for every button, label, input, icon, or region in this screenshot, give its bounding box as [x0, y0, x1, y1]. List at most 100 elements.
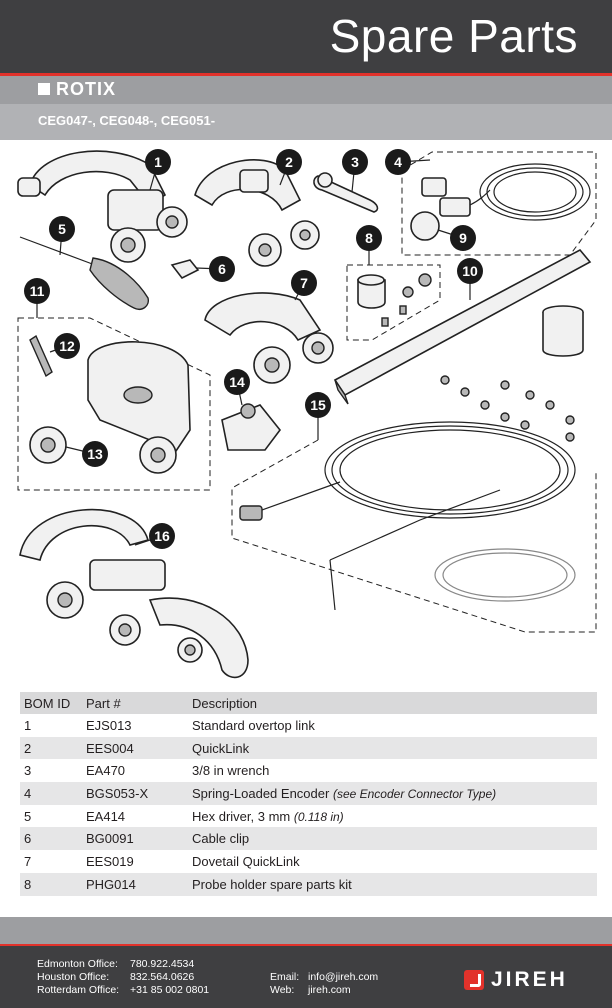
jireh-logo: JIREH	[464, 968, 568, 992]
svg-text:10: 10	[462, 263, 478, 279]
description: Standard overtop link	[188, 714, 597, 737]
callout-6: 6	[195, 256, 235, 282]
svg-text:9: 9	[459, 230, 467, 246]
callout-13: 13	[65, 441, 108, 467]
brand-band	[0, 76, 612, 104]
svg-text:5: 5	[58, 221, 66, 237]
description-header: Description	[188, 692, 597, 714]
callout-1: 1	[145, 149, 171, 191]
svg-text:6: 6	[218, 261, 226, 277]
bom-id: 3	[24, 763, 32, 779]
office-rotterdam: Rotterdam Office:+31 85 002 0801	[37, 984, 209, 996]
clamp-part	[221, 403, 282, 451]
probe-holder-kit-part	[346, 264, 441, 341]
part-number: EES019	[86, 853, 134, 869]
callout-5: 5	[49, 216, 75, 256]
cable-part	[231, 421, 597, 633]
contact-web[interactable]: Web:jireh.com	[270, 984, 351, 996]
web-link[interactable]: jireh.com	[308, 984, 351, 996]
exploded-parts-illustration: 1 2 3 4 5 6 7 8 9 10 11 12 13 14 15 16	[17, 149, 597, 679]
dovetail-track-part	[333, 248, 592, 442]
description: Hex driver, 3 mm (0.118 in)	[188, 805, 597, 828]
callout-3: 3	[342, 149, 368, 193]
bom-id: 4	[20, 782, 82, 805]
description: Dovetail QuickLink	[188, 850, 597, 873]
svg-text:4: 4	[394, 154, 402, 170]
description-text: Probe holder spare parts kit	[192, 876, 352, 892]
table-row: 2 EES004 QuickLink	[20, 736, 597, 760]
description: Spring-Loaded Encoder (see Encoder Conne…	[188, 782, 597, 805]
callout-15: 15	[305, 392, 331, 440]
table-row: 1 EJS013 Standard overtop link	[20, 714, 597, 737]
description: QuickLink	[188, 736, 597, 760]
callout-10: 10	[457, 258, 483, 300]
part-number: PHG014	[82, 872, 188, 896]
table-row: 8 PHG014 Probe holder spare parts kit	[20, 872, 597, 896]
carriage-assembly-part	[17, 317, 211, 491]
bom-id: 7	[24, 853, 32, 869]
svg-text:12: 12	[59, 338, 75, 354]
description: Cable clip	[188, 827, 597, 851]
jireh-logo-text: JIREH	[491, 968, 568, 991]
callout-9: 9	[437, 225, 476, 251]
table-row: 3 EA470 3/8 in wrench	[20, 759, 597, 782]
office-label: Edmonton Office:	[37, 958, 118, 970]
jireh-logo-icon	[464, 970, 484, 990]
svg-text:3: 3	[351, 154, 359, 170]
part-number: EJS013	[86, 717, 132, 733]
svg-text:11: 11	[30, 283, 45, 299]
header-accent-rule	[0, 73, 612, 76]
quicklink-part	[194, 159, 320, 267]
part-number-header: Part #	[82, 692, 188, 714]
table-row: 5 EA414 Hex driver, 3 mm (0.118 in)	[20, 805, 597, 828]
svg-text:15: 15	[310, 397, 326, 413]
description: 3/8 in wrench	[188, 759, 597, 782]
page-footer: Edmonton Office: 780.922.4534 Houston Off…	[0, 946, 612, 1008]
wrench-part	[313, 172, 379, 213]
description-note: (see Encoder Connector Type)	[332, 786, 497, 801]
description-text: Dovetail QuickLink	[192, 853, 300, 869]
callout-12: 12	[49, 333, 80, 359]
callout-7: 7	[291, 270, 317, 301]
bom-id: 1	[24, 717, 32, 733]
office-phone: 780.922.4534	[130, 958, 195, 970]
part-number: BGS053-X	[82, 782, 188, 805]
part-number: EES004	[82, 736, 188, 760]
bom-id: 6	[20, 827, 82, 851]
description-text: Hex driver, 3 mm	[192, 808, 291, 824]
callout-2: 2	[276, 149, 302, 186]
bom-id: 2	[20, 736, 82, 760]
bom-id: 8	[20, 872, 82, 896]
overtop-link-part	[17, 150, 188, 263]
page-title: Spare Parts	[329, 10, 578, 62]
office-houston: Houston Office: 832.564.0626	[37, 971, 194, 983]
fittings-group	[440, 375, 575, 442]
office-phone: 832.564.0626	[130, 971, 195, 983]
description-text: Spring-Loaded Encoder	[192, 785, 330, 801]
description-text: Standard overtop link	[192, 717, 315, 733]
part-number: EA414	[86, 808, 126, 824]
svg-text:8: 8	[365, 230, 373, 246]
office-phone: +31 85 002 0801	[130, 984, 210, 996]
callout-16: 16	[134, 523, 175, 549]
description-text: 3/8 in wrench	[192, 763, 270, 779]
description-text: Cable clip	[192, 831, 250, 847]
office-label: Houston Office:	[37, 971, 110, 983]
description-text: QuickLink	[192, 740, 250, 756]
svg-text:7: 7	[300, 275, 308, 291]
bom-id-header: BOM ID	[20, 692, 82, 714]
bom-header-row: BOM ID Part # Description	[20, 692, 597, 714]
part-number: EA470	[86, 763, 126, 779]
contact-label: Email:	[270, 971, 300, 983]
brand-square-icon	[38, 83, 50, 95]
table-row: 7 EES019 Dovetail QuickLink	[20, 850, 597, 873]
callout-14: 14	[224, 369, 250, 406]
contact-email[interactable]: Email: info@jireh.com	[270, 971, 378, 983]
model-band	[0, 104, 612, 140]
encoder-part	[401, 151, 597, 256]
email-link[interactable]: info@jireh.com	[308, 971, 379, 983]
table-row: 4 BGS053-X Spring-Loaded Encoder (see En…	[20, 782, 597, 805]
svg-text:2: 2	[285, 154, 293, 170]
bom-table: BOM ID Part # Description 1 EJS013 Stand…	[20, 692, 597, 896]
svg-text:13: 13	[87, 446, 103, 462]
